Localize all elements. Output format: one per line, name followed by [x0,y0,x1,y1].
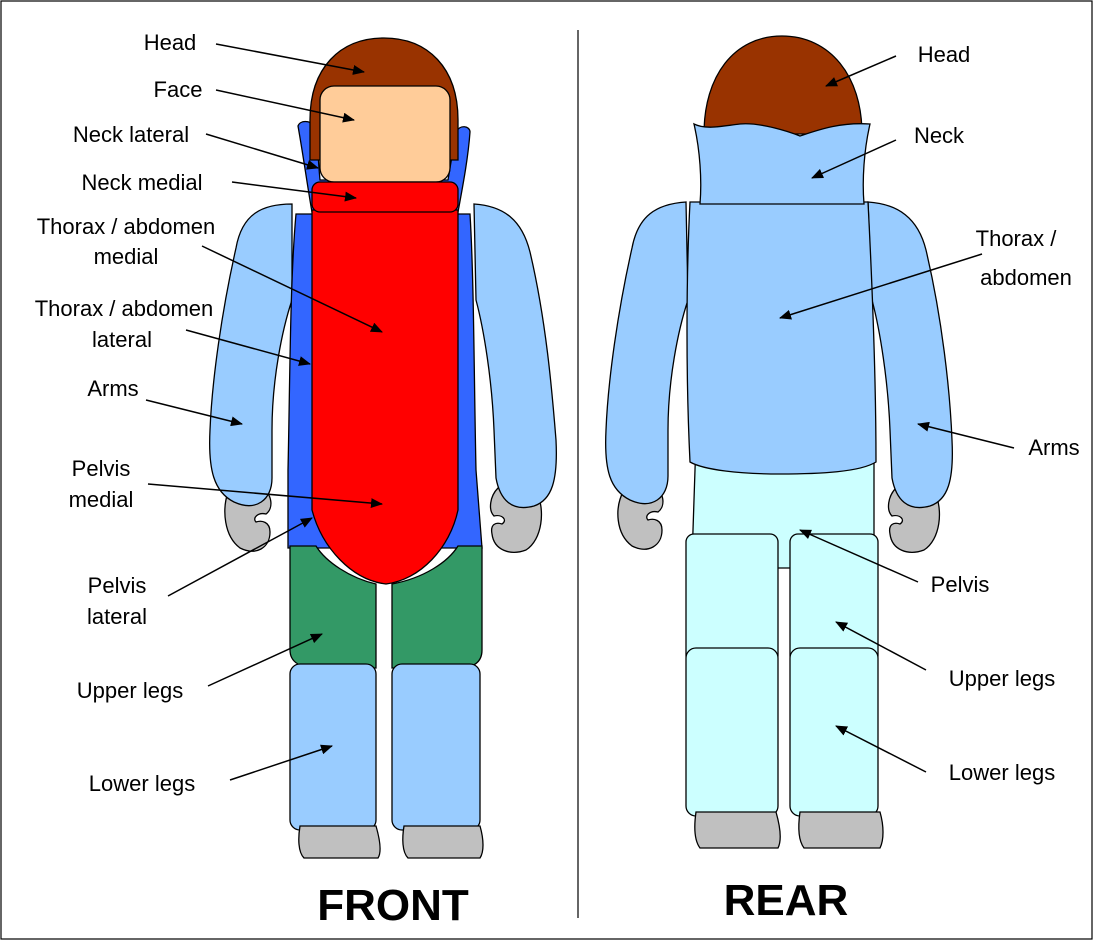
rear-label-thorax-2: abdomen [980,265,1072,290]
front-label-arms: Arms [87,376,138,401]
front-torso-medial [312,210,458,584]
front-label-upper-legs: Upper legs [77,678,183,703]
front-left-foot [299,826,380,858]
front-label-thorax-medial-2: medial [94,244,159,269]
leader-arrows [146,44,1014,780]
rear-label-neck: Neck [914,123,965,148]
front-left-arm [210,204,292,506]
rear-left-lower-leg [686,648,778,816]
front-figure [210,38,557,858]
front-right-arm [474,204,556,508]
front-label-face: Face [154,77,203,102]
front-label-thorax-lateral-1: Thorax / abdomen [35,296,214,321]
front-label-head: Head [144,30,197,55]
rear-left-arm [606,202,688,504]
rear-label-head: Head [918,42,971,67]
rear-figure [606,36,953,848]
rear-left-upper-leg [686,534,778,664]
front-title: FRONT [317,881,469,930]
rear-label-pelvis: Pelvis [931,572,990,597]
front-label-pelvis-medial-2: medial [69,487,134,512]
rear-right-arm [868,202,952,508]
rear-left-foot [695,812,780,848]
front-label-thorax-lateral-2: lateral [92,327,152,352]
rear-title: REAR [724,876,849,925]
rear-label-arms: Arms [1028,435,1079,460]
rear-right-lower-leg [790,648,878,816]
front-label-thorax-medial-1: Thorax / abdomen [37,214,216,239]
rear-right-upper-leg [790,534,878,664]
front-face [320,86,450,182]
front-label-lower-legs: Lower legs [89,771,195,796]
rear-label-thorax-1: Thorax / [976,226,1058,251]
rear-head [704,36,862,134]
front-left-lower-leg [290,664,376,830]
front-label-pelvis-medial-1: Pelvis [72,456,131,481]
front-label-pelvis-lateral-2: lateral [87,604,147,629]
front-label-neck-medial: Neck medial [81,170,202,195]
front-neck-medial [312,182,458,212]
rear-label-upper-legs: Upper legs [949,666,1055,691]
front-label-pelvis-lateral-1: Pelvis [88,573,147,598]
rear-thorax-abdomen [687,202,876,474]
front-right-lower-leg [392,664,480,830]
front-label-neck-lateral: Neck lateral [73,122,189,147]
front-right-foot [403,826,483,858]
rear-label-lower-legs: Lower legs [949,760,1055,785]
rear-right-foot [799,812,883,848]
